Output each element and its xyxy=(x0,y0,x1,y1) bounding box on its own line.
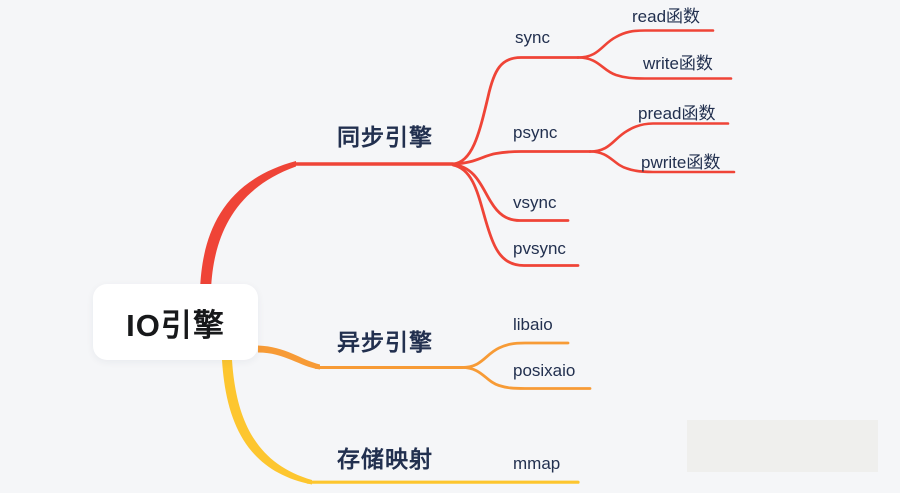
branch-line-pvsync xyxy=(451,163,580,267)
branch-line-write-fn xyxy=(576,56,733,80)
topic-sync-engine[interactable]: 同步引擎 xyxy=(337,124,433,150)
root-topic-label: IO引擎 xyxy=(126,307,225,343)
branch-line-libaio xyxy=(460,341,570,369)
topic-storage-mapping[interactable]: 存储映射 xyxy=(337,446,433,472)
topic-pread-fn[interactable]: pread函数 xyxy=(638,104,716,123)
branch-line-pread-fn xyxy=(588,122,730,153)
topic-read-fn[interactable]: read函数 xyxy=(632,7,701,26)
branch-line-psync xyxy=(451,150,592,166)
topic-sync[interactable]: sync xyxy=(515,28,550,47)
topic-async-engine[interactable]: 异步引擎 xyxy=(337,329,433,355)
topic-vsync[interactable]: vsync xyxy=(513,193,557,212)
branch-line-vsync xyxy=(451,163,570,222)
topic-libaio[interactable]: libaio xyxy=(513,315,553,334)
branch-line-sync xyxy=(451,56,580,166)
topic-pwrite-fn[interactable]: pwrite函数 xyxy=(641,153,721,172)
branch-trunk-async-engine xyxy=(258,345,320,370)
branch-line-pwrite-fn xyxy=(588,150,736,174)
branch-line-read-fn xyxy=(576,29,715,59)
topic-pvsync[interactable]: pvsync xyxy=(513,239,566,258)
branch-line-posixaio xyxy=(460,366,592,390)
topic-psync[interactable]: psync xyxy=(513,123,558,142)
root-topic[interactable]: IO引擎 xyxy=(93,284,258,360)
topic-mmap[interactable]: mmap xyxy=(513,454,561,473)
branch-trunk-sync-engine xyxy=(200,161,296,290)
watermark-area xyxy=(687,420,878,472)
branch-trunk-storage-mapping xyxy=(222,360,312,485)
topic-posixaio[interactable]: posixaio xyxy=(513,361,576,380)
topic-write-fn[interactable]: write函数 xyxy=(643,54,713,73)
